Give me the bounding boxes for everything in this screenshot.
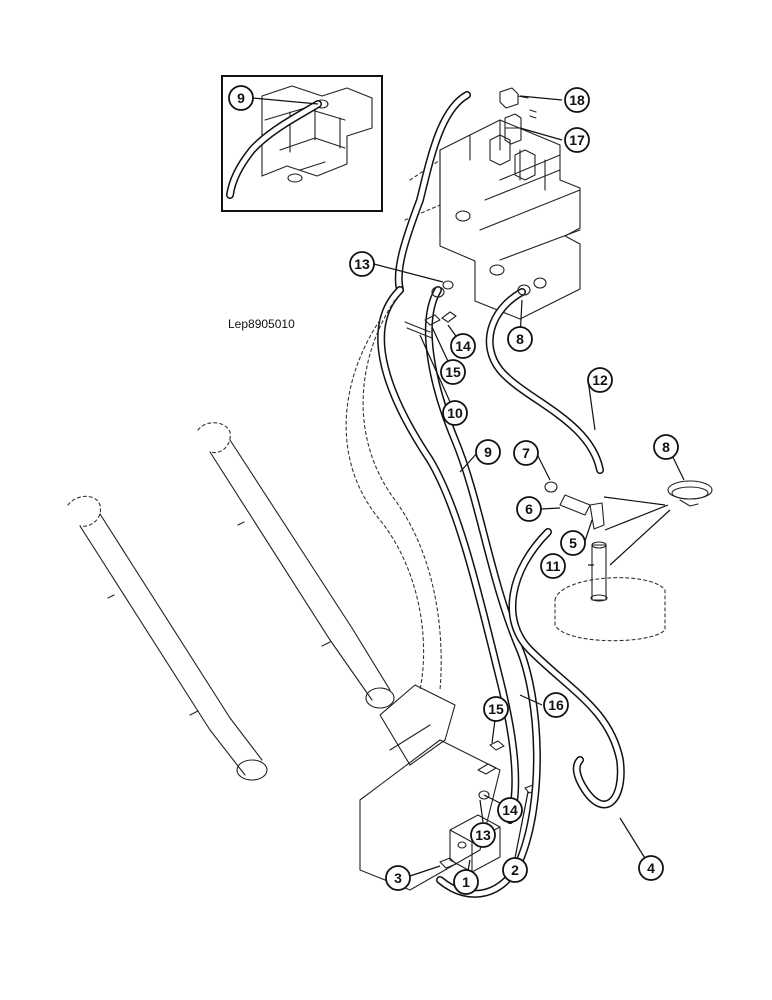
callout-4: 4 xyxy=(638,855,664,881)
svg-text:18: 18 xyxy=(569,92,585,108)
svg-text:16: 16 xyxy=(548,697,564,713)
callout-9: 9 xyxy=(475,439,501,465)
o-ring-13-upper xyxy=(442,280,454,290)
drawing-reference: Lep8905010 xyxy=(228,317,295,331)
fitting-3 xyxy=(439,857,457,869)
cap-7 xyxy=(544,481,558,493)
callout-8: 8 xyxy=(653,434,679,460)
svg-text:9: 9 xyxy=(237,90,245,106)
svg-text:14: 14 xyxy=(502,802,518,818)
svg-text:15: 15 xyxy=(445,364,461,380)
fitting-15-upper xyxy=(424,314,441,326)
callout-18: 18 xyxy=(564,87,590,113)
cylinder-rear xyxy=(197,422,395,709)
callout-8: 8 xyxy=(507,326,533,352)
callout-5: 5 xyxy=(560,530,586,556)
svg-text:10: 10 xyxy=(447,405,463,421)
svg-text:13: 13 xyxy=(475,827,491,843)
callout-15: 15 xyxy=(483,696,509,722)
callout-14: 14 xyxy=(497,797,523,823)
svg-text:4: 4 xyxy=(647,860,655,876)
callout-3: 3 xyxy=(385,865,411,891)
elbow-14-upper xyxy=(441,311,457,323)
tank xyxy=(554,541,666,642)
pin-10 xyxy=(404,321,433,339)
callout-13: 13 xyxy=(349,251,375,277)
svg-text:8: 8 xyxy=(516,331,524,347)
callout-10: 10 xyxy=(442,400,468,426)
callout-2: 2 xyxy=(502,857,528,883)
hose-12 xyxy=(485,288,604,474)
svg-text:17: 17 xyxy=(569,132,585,148)
control-valve xyxy=(404,119,581,320)
svg-text:1: 1 xyxy=(462,874,470,890)
hose-end-fitting xyxy=(431,286,445,298)
fitting-18 xyxy=(499,87,529,109)
fitting-17 xyxy=(504,113,522,145)
callout-15: 15 xyxy=(440,359,466,385)
elbow-14 xyxy=(477,763,497,775)
tee-fitting-6 xyxy=(559,494,605,530)
callout-14: 14 xyxy=(450,333,476,359)
svg-text:5: 5 xyxy=(569,535,577,551)
hose-9-main xyxy=(377,286,520,824)
callout-17: 17 xyxy=(564,127,590,153)
mounting-block xyxy=(359,684,501,891)
cylinder-front xyxy=(67,495,268,781)
callout-11: 11 xyxy=(540,553,566,579)
svg-text:2: 2 xyxy=(511,862,519,878)
svg-text:13: 13 xyxy=(354,256,370,272)
svg-text:8: 8 xyxy=(662,439,670,455)
svg-text:6: 6 xyxy=(525,501,533,517)
callout-7: 7 xyxy=(513,440,539,466)
hose-dashed-2 xyxy=(362,299,442,691)
svg-text:11: 11 xyxy=(546,558,561,574)
svg-text:7: 7 xyxy=(522,445,530,461)
hose-9-upper xyxy=(394,91,471,294)
o-ring-13 xyxy=(478,790,490,800)
hose-4 xyxy=(508,528,625,809)
fitting-15 xyxy=(489,740,505,751)
callout-6: 6 xyxy=(516,496,542,522)
callout-12: 12 xyxy=(587,367,613,393)
hose-dashed-1 xyxy=(345,319,425,691)
hose-end-fitting xyxy=(517,284,531,296)
svg-text:3: 3 xyxy=(394,870,402,886)
callout-1: 1 xyxy=(453,869,479,895)
svg-text:9: 9 xyxy=(484,444,492,460)
svg-text:15: 15 xyxy=(488,701,504,717)
callout-9: 9 xyxy=(228,85,254,111)
callout-13: 13 xyxy=(470,822,496,848)
washer-detail xyxy=(529,109,537,119)
svg-text:12: 12 xyxy=(592,372,608,388)
hose-clamp-8 xyxy=(667,480,713,507)
callout-16: 16 xyxy=(543,692,569,718)
svg-text:14: 14 xyxy=(455,338,471,354)
